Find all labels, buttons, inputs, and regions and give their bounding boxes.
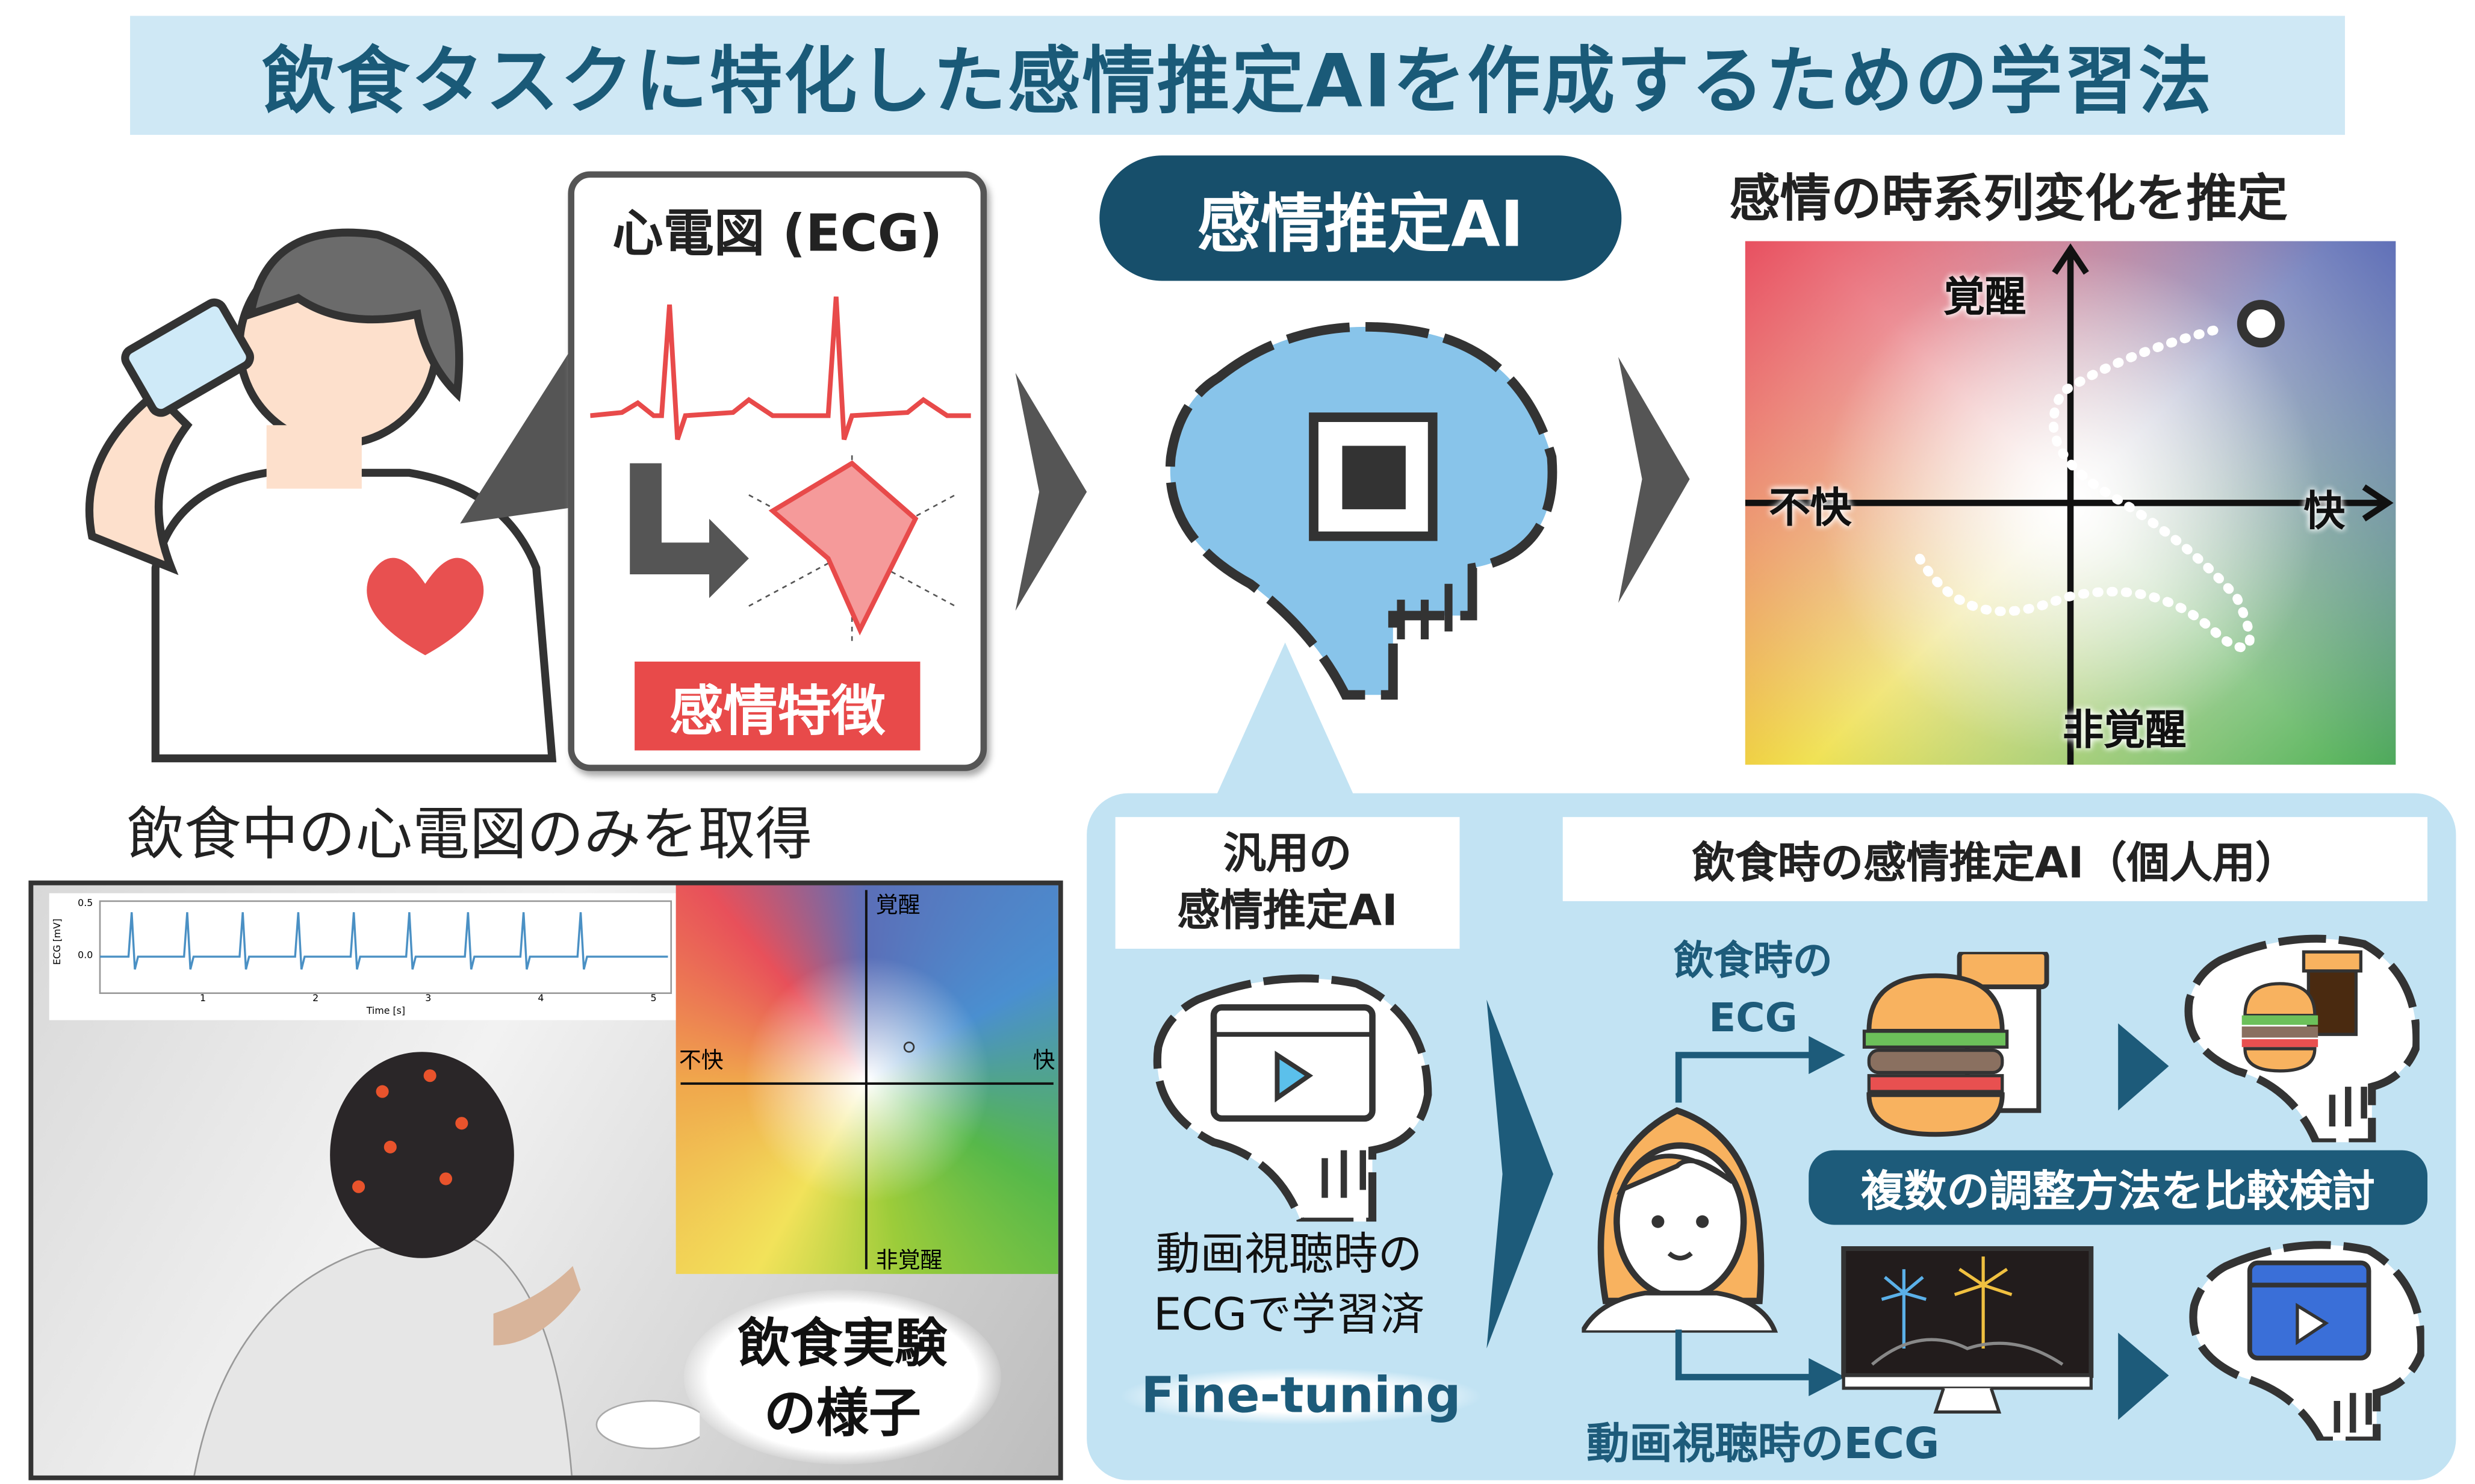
- fine-tuning-label: Fine-tuning: [1118, 1367, 1484, 1425]
- brain-chip-icon: [1165, 321, 1557, 700]
- xtick: 3: [425, 993, 432, 1005]
- eating-ecg-label: 飲食時の ECG: [1650, 933, 1857, 1048]
- woman-icon: [1582, 1107, 1778, 1333]
- ytick: 0.0: [78, 950, 93, 961]
- personal-ai-label: 飲食時の感情推定AI（個人用）: [1562, 817, 2428, 901]
- play-icon: [1275, 1051, 1314, 1103]
- heart-icon: [367, 557, 484, 656]
- emotion-ai-pill: 感情推定AI: [1099, 155, 1622, 281]
- photo-emotion-plane: 覚醒 非覚醒 不快 快: [675, 885, 1058, 1274]
- valence-arousal-axes: [1745, 243, 2394, 765]
- current-emotion-marker: [2237, 300, 2285, 348]
- arrow-icon: [630, 463, 749, 598]
- xtick: 2: [312, 993, 319, 1005]
- speech-pointer: [460, 349, 571, 524]
- photo-axis-right: 快: [1033, 1048, 1055, 1075]
- chevron-right-icon: [1486, 999, 1553, 1349]
- eating-ecg-line1: 飲食時の: [1674, 937, 1833, 984]
- chevron-right-icon: [2118, 1332, 2169, 1420]
- photo-caption: 飲食実験 の様子: [683, 1290, 1001, 1465]
- ecg-waveform: [590, 296, 971, 441]
- monitor-fireworks-icon: [1841, 1246, 2094, 1414]
- person-drinking-illustration: [85, 228, 557, 763]
- photo-caption-line1: 飲食実験: [738, 1312, 948, 1374]
- trained-caption: 動画視聴時の ECGで学習済: [1119, 1225, 1460, 1345]
- panel-pointer: [1214, 642, 1357, 801]
- axis-label-low-arousal: 非覚醒: [2062, 707, 2187, 756]
- chevron-right-icon: [1618, 356, 1690, 603]
- brain-food-icon: [2184, 934, 2420, 1143]
- axis-label-unpleasant: 不快: [1769, 485, 1852, 533]
- ytick: 0.5: [78, 898, 93, 910]
- person-eating-photo: [193, 1052, 700, 1476]
- radar-chart-icon: [748, 455, 956, 646]
- xtick: 1: [200, 993, 207, 1005]
- ecg-ylabel: ECG [mV]: [52, 918, 64, 965]
- left-caption: 飲食中の心電図のみを取得: [126, 803, 813, 868]
- trained-line2: ECGで学習済: [1153, 1288, 1425, 1341]
- arrow-to-video-icon: [1675, 1329, 1845, 1397]
- photo-caption-line2: の様子: [763, 1382, 921, 1444]
- photo-ecg-plot: ECG [mV] 0.5 0.0 1 2 3 4 5 Time [s]: [49, 893, 676, 1020]
- video-ecg-label: 動画視聴時のECG: [1586, 1420, 1940, 1470]
- brain-video-icon: [1153, 974, 1432, 1222]
- chevron-right-icon: [2118, 1023, 2169, 1111]
- axis-label-arousal: 覚醒: [1943, 274, 2026, 322]
- trained-line1: 動画視聴時の: [1155, 1228, 1423, 1281]
- brain-video-personal-icon: [2189, 1241, 2424, 1441]
- photo-axis-top: 覚醒: [875, 893, 921, 919]
- play-icon: [2296, 1303, 2329, 1346]
- arrow-to-food-icon: [1675, 1035, 1845, 1103]
- general-ai-label: 汎用の 感情推定AI: [1115, 817, 1460, 949]
- axis-label-pleasant: 快: [2303, 488, 2346, 536]
- timeseries-heading: 感情の時系列変化を推定: [1729, 168, 2288, 229]
- ecg-waveform-and-radar: [590, 296, 971, 646]
- emotion-trajectory: [1914, 323, 2255, 653]
- page-title: 飲食タスクに特化した感情推定AIを作成するための学習法: [130, 16, 2345, 135]
- eating-ecg-line2: ECG: [1709, 995, 1798, 1041]
- ecg-box: 心電図 (ECG) 感情特徴: [568, 171, 987, 771]
- compare-methods-pill: 複数の調整方法を比較検討: [1809, 1150, 2428, 1225]
- xtick: 4: [538, 993, 544, 1005]
- valence-arousal-plane: 覚醒 非覚醒 不快 快: [1745, 241, 2396, 765]
- general-ai-line1: 汎用の: [1223, 828, 1352, 878]
- experiment-photo: ECG [mV] 0.5 0.0 1 2 3 4 5 Time [s] 覚醒 非…: [28, 880, 1063, 1480]
- photo-axis-bottom: 非覚醒: [875, 1248, 943, 1274]
- general-ai-line2: 感情推定AI: [1177, 886, 1398, 936]
- emotion-feature-label: 感情特徴: [635, 661, 921, 751]
- xtick: 5: [650, 993, 657, 1005]
- burger-drink-icon: [1862, 952, 2049, 1137]
- finetuning-panel: 汎用の 感情推定AI 飲食時の感情推定AI（個人用） 動画視聴時の ECGで学習…: [1087, 793, 2456, 1480]
- ecg-heading: 心電図 (ECG): [612, 203, 943, 264]
- ecg-xlabel: Time [s]: [366, 1005, 406, 1017]
- photo-axis-left: 不快: [679, 1048, 724, 1075]
- chevron-right-icon: [1015, 373, 1087, 611]
